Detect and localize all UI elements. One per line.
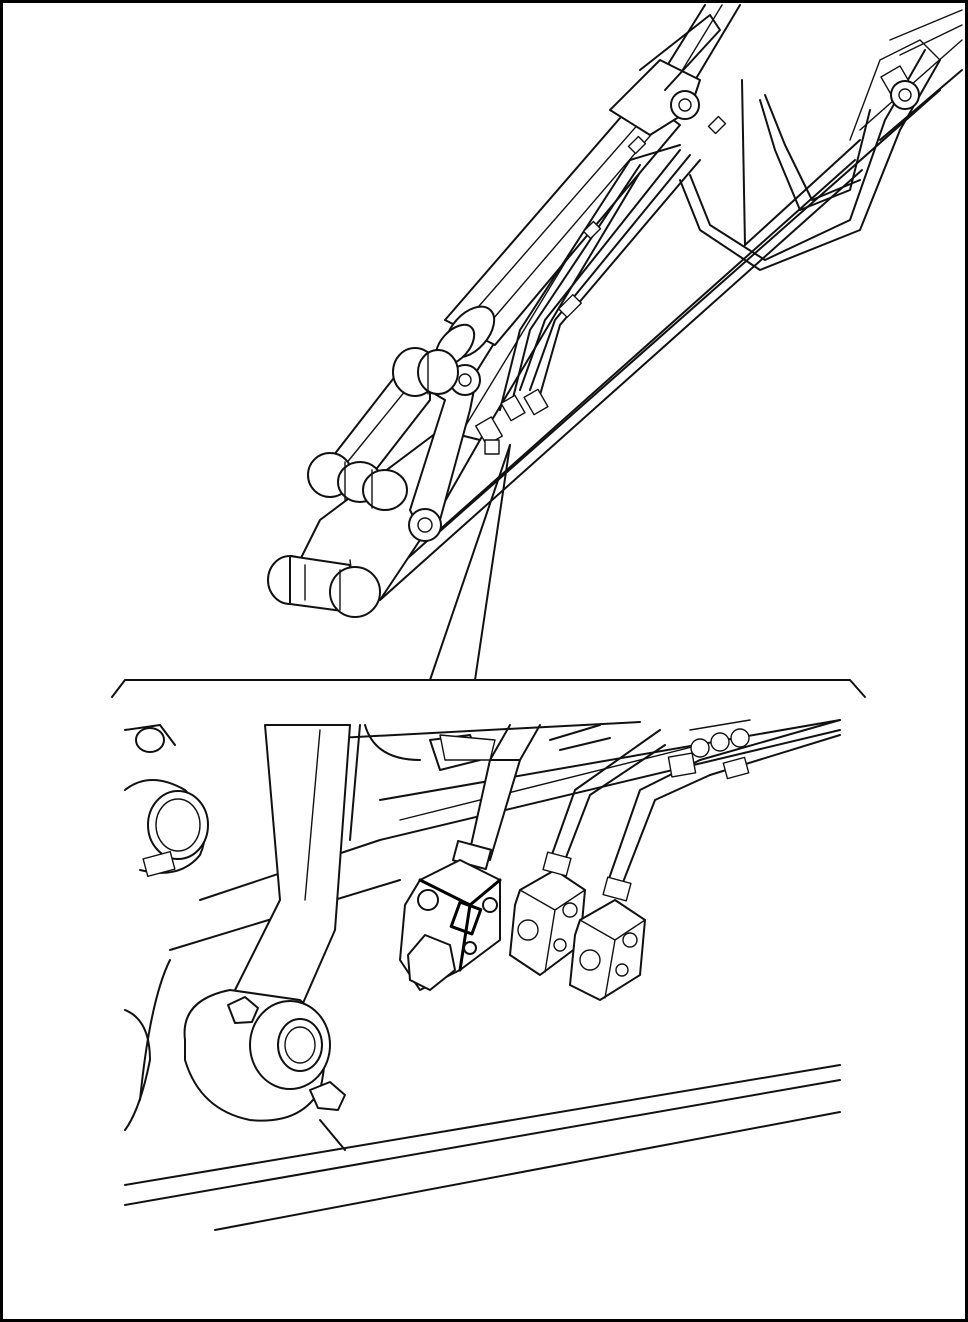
roller-mid [307,452,408,511]
overview-drawing [267,4,963,681]
linkage [329,354,481,542]
detail-hoses-right [549,719,841,891]
detail-bracket [111,679,866,698]
roller-lower [267,555,381,618]
roller-upper [392,347,459,397]
detail-leader [429,444,511,681]
pin-rollers [267,347,459,618]
shutoff-valve-block [399,859,502,991]
detail-bucket-pin [183,989,346,1151]
boom [371,39,963,601]
excavator-arm-illustration [111,4,963,1231]
hose-block-valves-overview [475,388,549,455]
hose-clamps [557,65,920,319]
hydraulic-hoses [499,9,963,411]
detail-upper-parts [364,724,611,761]
detail-drawing [124,719,841,1231]
detail-cylinder-end [124,724,209,1131]
hydraulic-cylinder [434,14,721,367]
detail-linkage-rod [229,724,361,1011]
hose-block-valves-detail [509,851,646,1001]
